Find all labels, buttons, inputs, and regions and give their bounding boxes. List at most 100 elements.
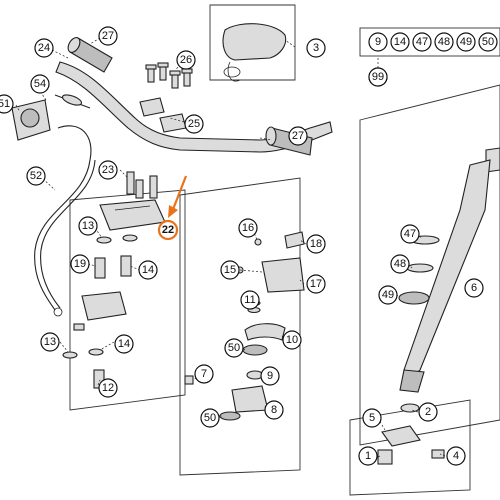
callout-17[interactable]: 17 xyxy=(310,278,322,290)
header-callout-14[interactable]: 14 xyxy=(394,36,406,48)
callout-6[interactable]: 6 xyxy=(471,282,477,294)
callout-24[interactable]: 24 xyxy=(38,42,50,54)
callout-3[interactable]: 3 xyxy=(313,42,319,54)
header-total-callout-circle xyxy=(368,67,388,87)
callout-14[interactable]: 14 xyxy=(142,264,154,276)
callout-51[interactable]: 51 xyxy=(0,98,10,110)
callout-labels: 1234567891011121313141415161718192223242… xyxy=(0,26,498,466)
highlight-arrow xyxy=(168,175,188,218)
callout-22[interactable]: 22 xyxy=(162,224,174,236)
callout-8[interactable]: 8 xyxy=(271,404,277,416)
callout-22-circle xyxy=(157,219,179,241)
callout-8-circle xyxy=(264,400,284,420)
header-callout-14-circle xyxy=(390,32,410,52)
callout-27-circle xyxy=(288,126,308,146)
callout-27[interactable]: 27 xyxy=(292,130,304,142)
callout-19[interactable]: 19 xyxy=(74,258,86,270)
callout-18-circle xyxy=(306,234,326,254)
callout-23-circle xyxy=(98,160,118,180)
callout-2[interactable]: 2 xyxy=(425,406,431,418)
callout-15[interactable]: 15 xyxy=(224,264,236,276)
callout-54-circle xyxy=(30,74,50,94)
callout-47[interactable]: 47 xyxy=(404,228,416,240)
callout-26[interactable]: 26 xyxy=(180,54,192,66)
callout-54[interactable]: 54 xyxy=(34,78,46,90)
header-callout-9[interactable]: 9 xyxy=(375,36,381,48)
header-total-callout[interactable]: 99 xyxy=(372,71,384,83)
bolts-26[interactable] xyxy=(145,62,193,89)
group-frames xyxy=(69,4,500,496)
callout-52[interactable]: 52 xyxy=(30,170,42,182)
callout-3-circle xyxy=(306,38,326,58)
callout-25-circle xyxy=(184,114,204,134)
callout-23[interactable]: 23 xyxy=(102,164,114,176)
callout-2-circle xyxy=(418,402,438,422)
callout-13-circle xyxy=(78,216,98,236)
callout-48[interactable]: 48 xyxy=(394,258,406,270)
callout-24-circle xyxy=(34,38,54,58)
callout-13-circle xyxy=(40,332,60,352)
callout-18[interactable]: 18 xyxy=(310,238,322,250)
callout-47-circle xyxy=(400,224,420,244)
left-grip[interactable] xyxy=(66,36,113,73)
callout-19-circle xyxy=(70,254,90,274)
callout-9-circle xyxy=(260,366,280,386)
callout-49-circle xyxy=(378,285,398,305)
callout-50[interactable]: 50 xyxy=(204,412,216,424)
callout-50[interactable]: 50 xyxy=(228,342,240,354)
callout-13[interactable]: 13 xyxy=(82,220,94,232)
callout-17-circle xyxy=(306,274,326,294)
callout-14-circle xyxy=(138,260,158,280)
header-callout-49-circle xyxy=(456,32,476,52)
header-callout-47-circle xyxy=(412,32,432,52)
callout-12-circle xyxy=(98,378,118,398)
left-stack[interactable] xyxy=(62,234,138,389)
callout-5-circle xyxy=(362,408,382,428)
lower-clamp-group[interactable] xyxy=(184,231,305,421)
callout-4-circle xyxy=(446,446,466,466)
callout-12[interactable]: 12 xyxy=(102,382,114,394)
callout-1[interactable]: 1 xyxy=(365,450,371,462)
callout-1-circle xyxy=(358,446,378,466)
callout-26-circle xyxy=(176,50,196,70)
handlebar-clamps[interactable] xyxy=(139,97,187,133)
callout-27[interactable]: 27 xyxy=(102,30,114,42)
callout-49[interactable]: 49 xyxy=(382,289,394,301)
header-callout-9-circle xyxy=(368,32,388,52)
callout-7[interactable]: 7 xyxy=(201,368,207,380)
callout-51-circle xyxy=(0,94,14,114)
callout-25[interactable]: 25 xyxy=(188,118,200,130)
fork-leg[interactable] xyxy=(398,147,500,393)
header-callout-47[interactable]: 47 xyxy=(416,36,428,48)
callout-5[interactable]: 5 xyxy=(369,412,375,424)
callout-13[interactable]: 13 xyxy=(44,336,56,348)
callout-10-circle xyxy=(282,330,302,350)
header-callout-49[interactable]: 49 xyxy=(460,36,472,48)
upper-clamp[interactable] xyxy=(99,199,166,231)
callout-14-circle xyxy=(114,334,134,354)
callout-9[interactable]: 9 xyxy=(267,370,273,382)
callout-48-circle xyxy=(390,254,410,274)
callout-27-circle xyxy=(98,26,118,46)
hand-guard[interactable] xyxy=(222,23,287,82)
callout-4[interactable]: 4 xyxy=(453,450,459,462)
callout-16[interactable]: 16 xyxy=(242,222,254,234)
header-callout-48[interactable]: 48 xyxy=(438,36,450,48)
handlebar[interactable] xyxy=(55,61,333,153)
header-callout-50[interactable]: 50 xyxy=(482,36,494,48)
bolts-23[interactable] xyxy=(126,171,158,199)
axle-parts[interactable] xyxy=(377,403,445,465)
throttle-assembly[interactable] xyxy=(11,93,96,317)
callout-50-circle xyxy=(224,338,244,358)
callout-50-circle xyxy=(200,408,220,428)
callout-11-circle xyxy=(240,290,260,310)
callout-52-circle xyxy=(26,166,46,186)
callout-7-circle xyxy=(194,364,214,384)
callout-10[interactable]: 10 xyxy=(286,334,298,346)
callout-11[interactable]: 11 xyxy=(244,294,255,306)
header-callout-48-circle xyxy=(434,32,454,52)
header-callout-50-circle xyxy=(478,32,498,52)
callout-15-circle xyxy=(220,260,240,280)
callout-14[interactable]: 14 xyxy=(118,338,130,350)
callout-6-circle xyxy=(464,278,484,298)
